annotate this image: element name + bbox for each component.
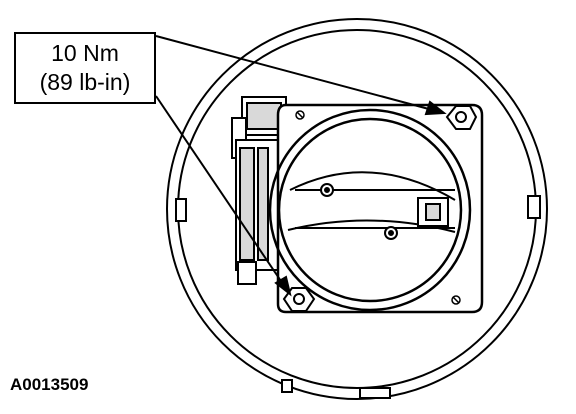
corner-screws [295,110,461,305]
torque-imperial-label: (89 lb-in) [39,69,131,95]
leader-lines [155,35,447,297]
throttle-bore [268,108,472,312]
torque-callout: 10 Nm (89 lb-in) [14,32,156,104]
throttle-plate [287,171,456,233]
flange-plate [276,103,484,314]
mounting-nut-icon [282,287,316,312]
torque-metric-label: 10 Nm [51,40,119,66]
plate-screws [320,183,398,240]
housing-notches [175,195,541,399]
mounting-nut-icon [445,105,478,130]
figure-id: A0013509 [10,375,89,394]
